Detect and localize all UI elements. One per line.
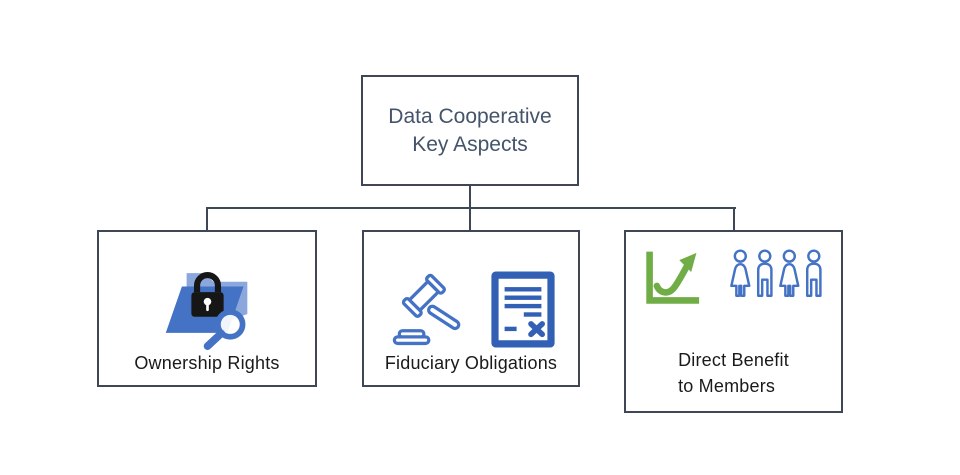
folder-lock-magnifier-icon (165, 272, 247, 350)
root-title-line1: Data Cooperative (388, 104, 552, 128)
benefit-icon-row (641, 247, 827, 309)
contract-document-icon (491, 271, 555, 347)
fiduciary-icon-row (387, 268, 555, 350)
node-fiduciary-obligations: Fiduciary Obligations (362, 230, 580, 387)
connector-drop-fiduciary (469, 208, 471, 231)
members-group-icon (729, 249, 822, 297)
root-title-line2: Key Aspects (412, 132, 528, 156)
growth-chart-icon (645, 251, 699, 304)
node-label-fiduciary-obligations: Fiduciary Obligations (384, 353, 558, 373)
benefit-label-line1: Direct Benefit (678, 350, 789, 370)
benefit-label-line2: to Members (678, 376, 776, 396)
connector-root-stem (469, 185, 471, 209)
node-direct-benefit-to-members: Direct Benefit to Members (624, 230, 843, 413)
node-label-direct-benefit: Direct Benefit to Members (678, 347, 789, 399)
connector-horizontal-bar (206, 207, 736, 209)
node-label-ownership-rights: Ownership Rights (134, 353, 280, 373)
node-ownership-rights: Ownership Rights (97, 230, 317, 387)
root-node-data-cooperative-key-aspects: Data Cooperative Key Aspects (361, 75, 579, 186)
gavel-icon (392, 273, 461, 346)
connector-drop-benefit (733, 208, 735, 231)
connector-drop-ownership (206, 208, 208, 231)
